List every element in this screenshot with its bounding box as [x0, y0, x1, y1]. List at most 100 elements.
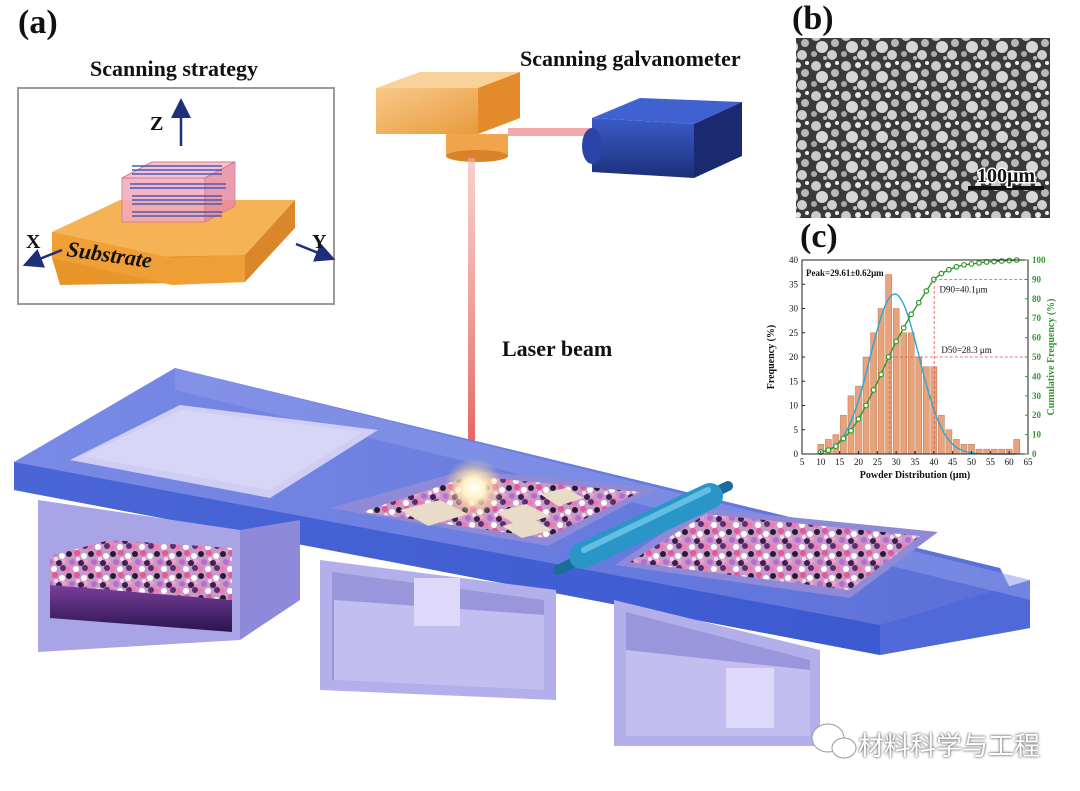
x-tick-label: 55: [986, 457, 996, 467]
y-tick-label: 20: [789, 352, 799, 362]
scale-bar: [968, 186, 1044, 190]
cumulative-point: [870, 387, 877, 393]
cumulative-point: [893, 338, 900, 345]
panel-a-label: (a): [18, 4, 58, 41]
cumulative-point: [961, 261, 967, 268]
histogram-bar: [1013, 439, 1020, 455]
watermark: [811, 723, 857, 759]
x-tick-label: 25: [873, 457, 883, 467]
histogram-bar: [840, 414, 847, 455]
y2-axis-title: Cumulative Frequency (%): [1046, 298, 1057, 415]
y2-tick-label: 30: [1032, 391, 1042, 401]
histogram-bar: [907, 332, 915, 455]
cumulative-point: [825, 447, 832, 454]
y2-tick-label: 70: [1032, 313, 1042, 323]
cumulative-point: [908, 311, 915, 318]
y2-tick-label: 0: [1032, 449, 1037, 459]
x-axis-arrow: [22, 248, 63, 268]
build-piston: [414, 578, 460, 626]
y-tick-label: 25: [789, 328, 799, 338]
laser-beam-label: Laser beam: [502, 336, 613, 361]
x-tick-label: 50: [967, 457, 977, 467]
x-tick-label: 5: [800, 457, 805, 467]
cumulative-point: [900, 324, 907, 331]
y-tick-label: 10: [789, 401, 799, 411]
cumulative-point: [945, 266, 952, 273]
d50-annotation: D50=28.3 μm: [941, 345, 991, 355]
d90-annotation: D90=40.1μm: [939, 284, 987, 294]
build-chamber: [320, 458, 658, 700]
laser-beam: [468, 158, 475, 488]
laser-head: [376, 72, 520, 162]
x-tick-label: 35: [911, 457, 921, 467]
scanning-galvanometer-title: Scanning galvanometer: [520, 46, 741, 71]
y-axis-label: Y: [312, 231, 327, 253]
cumulative-point: [976, 260, 982, 266]
y-axis-arrow: [295, 242, 336, 262]
scale-bar-label: 100μm: [977, 165, 1035, 187]
cumulative-point: [998, 258, 1005, 264]
y-tick-label: 40: [789, 255, 799, 265]
cumulative-point: [953, 263, 960, 270]
x-tick-label: 20: [854, 457, 864, 467]
cumulative-point: [878, 371, 884, 378]
scanning-strategy-inset: Z X Y Substrate: [17, 87, 336, 305]
cumulative-point: [938, 270, 945, 277]
cumulative-point: [832, 443, 839, 450]
y-tick-label: 30: [789, 304, 799, 314]
y2-tick-label: 80: [1032, 294, 1042, 304]
histogram-bar: [900, 332, 907, 455]
x-tick-label: 10: [816, 457, 826, 467]
melt-pool-glow: [444, 458, 504, 518]
histogram-bar: [938, 414, 945, 455]
watermark-text: 材料科学与工程: [858, 732, 1041, 762]
cumulative-point: [923, 288, 930, 294]
x-tick-label: 30: [892, 457, 902, 467]
y-tick-label: 15: [789, 376, 799, 386]
cumulative-point: [848, 427, 854, 434]
x-tick-label: 45: [948, 457, 958, 467]
scanning-galvanometer: [582, 98, 742, 178]
substrate-top-face: [52, 200, 295, 258]
z-axis-label: Z: [150, 113, 163, 135]
galvo-beam-link: [508, 128, 594, 136]
histogram-bar: [892, 308, 900, 455]
y-tick-label: 35: [789, 279, 799, 289]
y2-tick-label: 20: [1032, 410, 1042, 420]
supply-powder: [50, 540, 232, 600]
x-tick-label: 40: [929, 457, 939, 467]
recoater-roller: [553, 481, 733, 575]
panel-c-label: (c): [800, 218, 838, 255]
recovery-powder: [630, 514, 920, 590]
scanning-strategy-title: Scanning strategy: [90, 56, 259, 81]
histogram-bar: [923, 366, 930, 455]
scan-cube: [121, 161, 236, 223]
histogram-bar: [998, 448, 1005, 455]
x-tick-label: 15: [835, 457, 845, 467]
y-tick-label: 5: [794, 425, 799, 435]
y2-tick-label: 90: [1032, 274, 1042, 284]
y2-tick-label: 60: [1032, 333, 1042, 343]
y2-tick-label: 100: [1032, 255, 1046, 265]
cumulative-point: [840, 435, 847, 442]
panel-b-label: (b): [792, 0, 834, 37]
x-axis-label: X: [26, 231, 41, 253]
y-tick-label: 0: [794, 449, 799, 459]
peak-annotation: Peak=29.61±0.62μm: [806, 268, 884, 278]
histogram-bar: [915, 356, 923, 455]
histogram-bar: [877, 308, 885, 455]
y-axis-title: Frequency (%): [766, 325, 777, 390]
sem-micrograph: 100μm: [796, 38, 1050, 218]
powder-recovery-bin: [614, 508, 938, 746]
cumulative-point: [1006, 257, 1013, 264]
cumulative-point: [968, 260, 975, 267]
cumulative-point: [915, 299, 922, 306]
y2-tick-label: 10: [1032, 430, 1042, 440]
x-axis-title: Powder Distribution (μm): [860, 470, 970, 481]
y2-tick-label: 40: [1032, 371, 1042, 381]
y2-tick-label: 50: [1032, 352, 1042, 362]
histogram-bar: [960, 444, 968, 455]
cumulative-point: [855, 416, 862, 422]
